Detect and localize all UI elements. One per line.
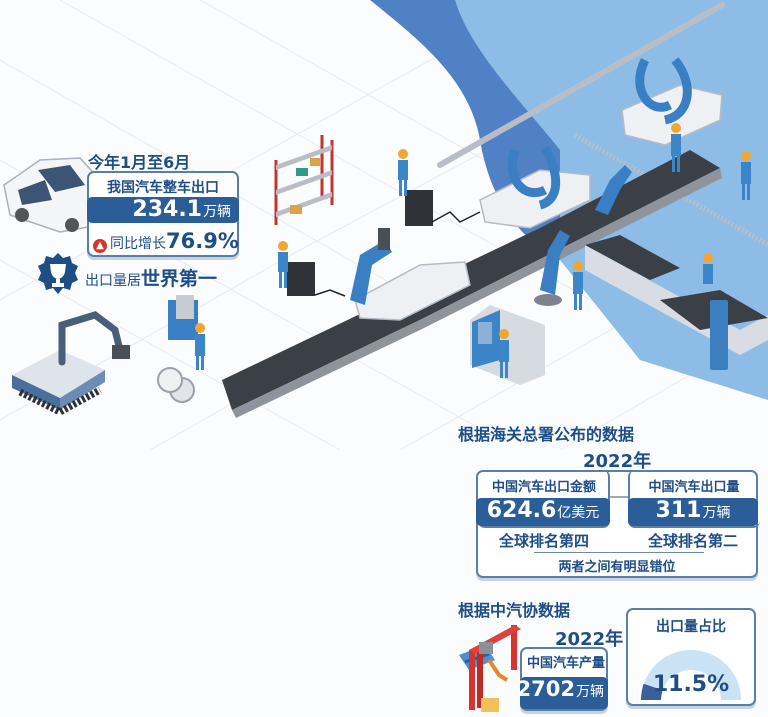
volume-unit: 万辆 bbox=[702, 505, 731, 521]
rank-prefix: 出口量居 bbox=[85, 273, 141, 289]
export-card: 我国汽车整车出口 234.1 万辆 ▲ 同比增长 76.9% bbox=[87, 171, 239, 257]
volume-rank: 全球排名第二 bbox=[647, 532, 738, 550]
half-donut-gauge bbox=[641, 650, 741, 700]
car-illustration bbox=[3, 157, 111, 233]
customs-heading: 根据海关总署公布的数据 bbox=[458, 425, 635, 444]
growth-row: ▲ 同比增长 76.9% bbox=[93, 229, 239, 253]
amount-value: 624.6 bbox=[486, 498, 557, 523]
export-share-card: 出口量占比 11.5% bbox=[626, 608, 756, 706]
volume-value: 311 bbox=[655, 498, 702, 523]
mismatch-note: 两者之间有明显错位 bbox=[558, 560, 676, 575]
caam-year: 2022年 bbox=[555, 629, 624, 650]
export-value-bar: 234.1 万辆 bbox=[87, 197, 239, 223]
amount-rank: 全球排名第四 bbox=[498, 532, 589, 550]
gauge-fill bbox=[641, 683, 663, 700]
production-value-bar: 2702 万辆 bbox=[516, 677, 608, 709]
amount-label: 中国汽车出口金额 bbox=[491, 480, 596, 495]
volume-label: 中国汽车出口量 bbox=[648, 480, 740, 495]
export-unit: 万辆 bbox=[203, 204, 231, 220]
trophy-badge-icon bbox=[36, 252, 80, 296]
rank-line: 出口量居 世界第一 bbox=[85, 264, 217, 291]
gauge-title: 出口量占比 bbox=[656, 619, 726, 635]
production-label: 中国汽车产量 bbox=[526, 656, 605, 671]
gantry-robot-illustration bbox=[459, 625, 521, 712]
production-unit: 万辆 bbox=[576, 684, 604, 700]
volume-value-bar: 311 万辆 bbox=[628, 498, 758, 526]
customs-year: 2022年 bbox=[583, 451, 652, 472]
customs-card: 中国汽车出口金额 624.6 亿美元 中国汽车出口量 311 万辆 全球排名第四… bbox=[476, 470, 760, 578]
rank-text: 世界第一 bbox=[141, 268, 218, 290]
divider bbox=[534, 552, 704, 553]
gauge-track bbox=[641, 650, 741, 700]
growth-value: 76.9% bbox=[166, 229, 239, 253]
period-title: 今年1月至6月 bbox=[88, 153, 191, 172]
caam-heading: 根据中汽协数据 bbox=[458, 601, 571, 620]
export-value: 234.1 bbox=[132, 197, 202, 222]
growth-label: 同比增长 bbox=[110, 236, 166, 252]
connector-line bbox=[610, 496, 630, 498]
amount-value-bar: 624.6 亿美元 bbox=[476, 498, 610, 526]
gauge-value: 11.5% bbox=[652, 672, 730, 697]
export-label: 我国汽车整车出口 bbox=[107, 180, 219, 196]
up-arrow-icon: ▲ bbox=[93, 239, 107, 253]
production-value: 2702 bbox=[516, 677, 575, 701]
production-card: 中国汽车产量 2702 万辆 bbox=[516, 647, 608, 711]
amount-unit: 亿美元 bbox=[557, 505, 600, 521]
